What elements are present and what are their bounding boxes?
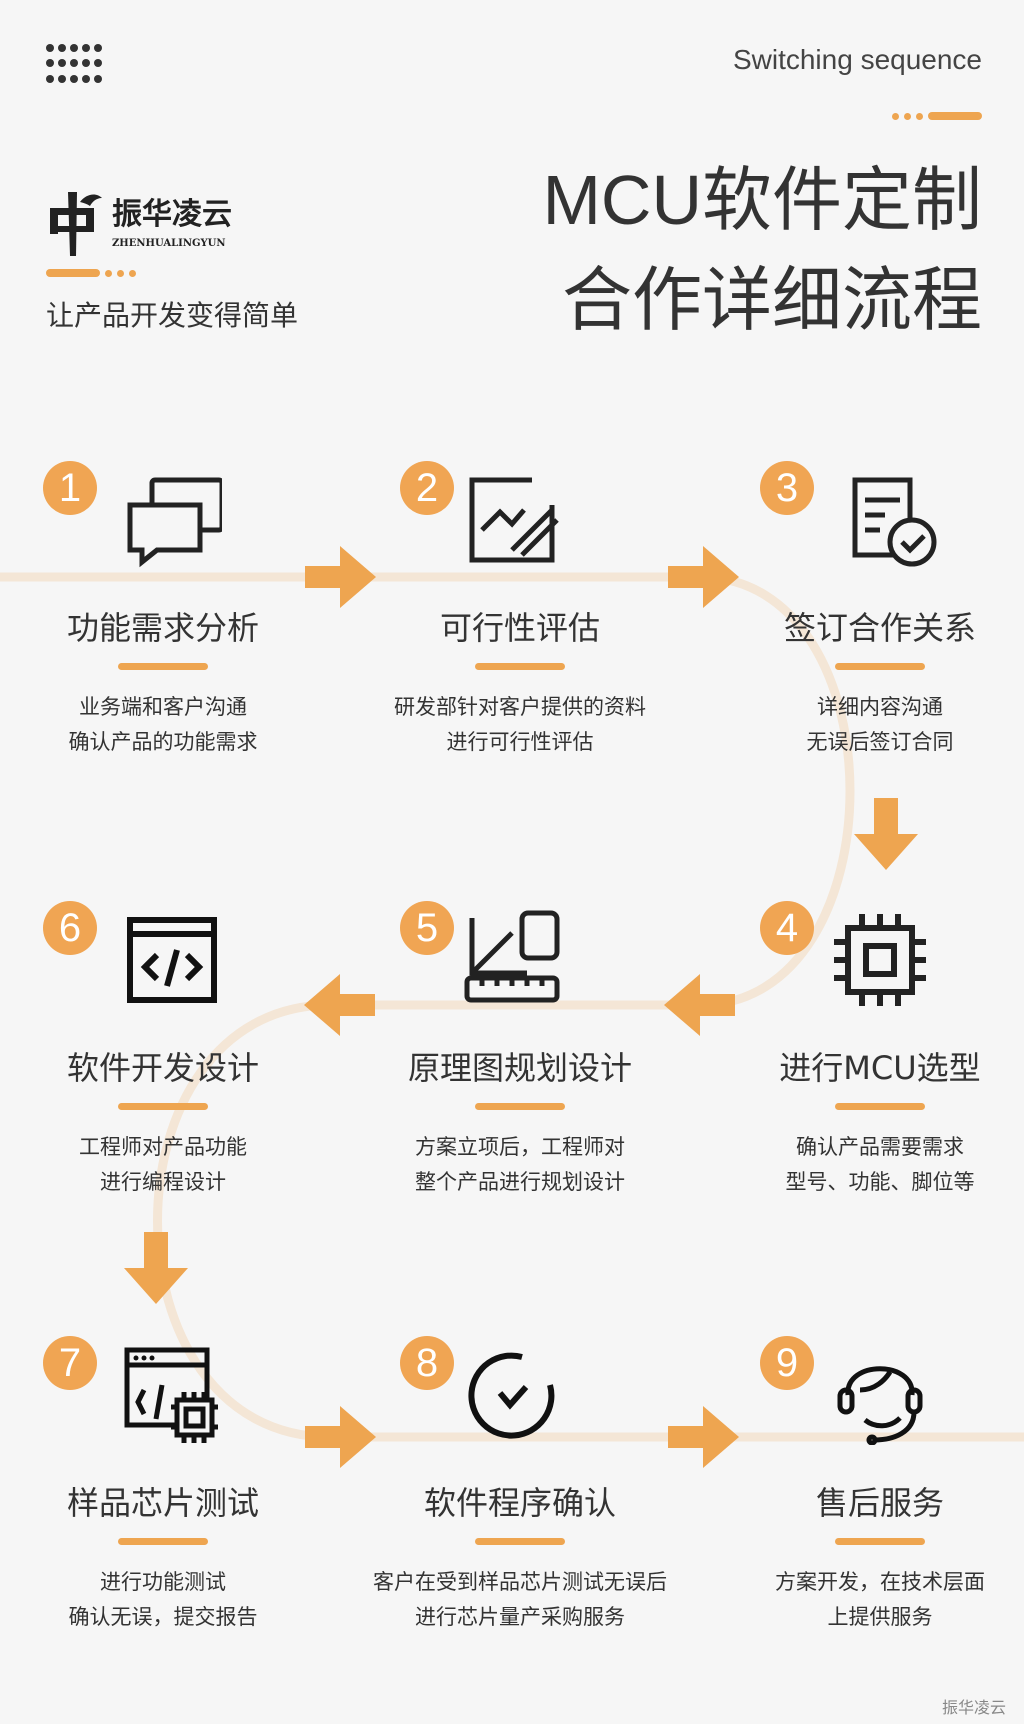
step-number-badge: 7 [43,1336,97,1390]
chat-bubbles-icon [127,477,222,568]
step-title: 软件开发设计 [66,1049,259,1087]
step-title: 原理图规划设计 [407,1049,632,1087]
arrow-left-icon [664,974,735,1036]
step-desc-2: 确认产品的功能需求 [68,730,258,754]
step-desc-2: 进行芯片量产采购服务 [415,1605,625,1629]
tagline: 让产品开发变得简单 [46,299,299,332]
chip-icon [834,914,926,1006]
logo: 振华凌云 ZHENHUALINGYUN [46,188,246,258]
code-window-icon [127,917,217,1003]
step-card: 样品芯片测试 进行功能测试 确认无误，提交报告 [3,1478,323,1635]
step-number-badge: 4 [760,901,814,955]
step-desc-2: 无误后签订合同 [806,730,954,754]
title-line-2: 合作详细流程 [562,261,982,339]
step-title: 功能需求分析 [66,609,259,647]
step-desc-2: 上提供服务 [827,1605,933,1629]
step-desc-1: 详细内容沟通 [817,695,943,719]
arrow-left-icon [304,974,375,1036]
step-desc-2: 型号、功能、脚位等 [785,1170,975,1194]
step-underline [475,1103,565,1110]
arrow-right-icon [305,1406,376,1468]
step-title: 进行MCU选型 [779,1049,981,1087]
page-title: MCU软件定制 合作详细流程 [543,150,982,350]
step-desc-1: 进行功能测试 [100,1570,226,1594]
step-number-badge: 2 [400,461,454,515]
title-line-1: MCU软件定制 [542,161,982,239]
step-title: 可行性评估 [439,609,600,647]
step-number-badge: 5 [400,901,454,955]
step-desc-1: 研发部针对客户提供的资料 [394,695,646,719]
chart-edit-icon [469,477,559,563]
step-card: 软件程序确认 客户在受到样品芯片测试无误后 进行芯片量产采购服务 [360,1478,680,1635]
step-underline [118,1538,208,1545]
logo-mark-icon [50,192,102,256]
step-card: 可行性评估 研发部针对客户提供的资料 进行可行性评估 [360,603,680,760]
step-desc-1: 方案开发，在技术层面 [775,1570,985,1594]
watermark: 振华凌云 [941,1698,1006,1717]
step-desc-1: 客户在受到样品芯片测试无误后 [373,1570,667,1594]
step-card: 进行MCU选型 确认产品需要需求 型号、功能、脚位等 [720,1043,1024,1200]
logo-text: 振华凌云 [112,197,232,232]
arrow-right-icon [305,546,376,608]
step-card: 签订合作关系 详细内容沟通 无误后签订合同 [720,603,1024,760]
arrow-down-icon [124,1232,188,1304]
menu-dots-icon [46,44,106,84]
subtitle: Switching sequence [732,44,982,75]
design-ruler-icon [464,910,560,1003]
step-desc-1: 方案立项后，工程师对 [415,1135,625,1159]
logo-sub: ZHENHUALINGYUN [112,238,226,249]
step-desc-2: 进行编程设计 [100,1170,226,1194]
step-underline [475,663,565,670]
arrow-down-icon [854,798,918,870]
step-number-badge: 3 [760,461,814,515]
step-desc-1: 确认产品需要需求 [796,1135,964,1159]
step-card: 原理图规划设计 方案立项后，工程师对 整个产品进行规划设计 [360,1043,680,1200]
step-title: 样品芯片测试 [66,1484,259,1522]
step-number-badge: 9 [760,1336,814,1390]
step-card: 售后服务 方案开发，在技术层面 上提供服务 [720,1478,1024,1635]
decor-line [46,269,136,277]
step-number-badge: 6 [43,901,97,955]
step-title: 售后服务 [815,1484,944,1522]
step-number-badge: 1 [43,461,97,515]
code-chip-icon [124,1347,218,1443]
step-underline [118,663,208,670]
document-check-icon [852,477,937,567]
step-desc-1: 工程师对产品功能 [79,1135,247,1159]
step-desc-2: 整个产品进行规划设计 [415,1170,625,1194]
step-card: 软件开发设计 工程师对产品功能 进行编程设计 [3,1043,323,1200]
step-card: 功能需求分析 业务端和客户沟通 确认产品的功能需求 [3,603,323,760]
step-underline [835,1538,925,1545]
arrow-right-icon [668,546,739,608]
check-circle-icon [468,1352,555,1439]
step-desc-2: 进行可行性评估 [446,730,594,754]
step-title: 签订合作关系 [783,609,976,647]
step-title: 软件程序确认 [423,1484,616,1522]
step-underline [118,1103,208,1110]
decor-line [892,112,982,120]
headset-agent-icon [837,1366,923,1445]
step-underline [835,1103,925,1110]
step-underline [835,663,925,670]
step-number-badge: 8 [400,1336,454,1390]
step-desc-1: 业务端和客户沟通 [79,695,247,719]
step-underline [475,1538,565,1545]
arrow-right-icon [668,1406,739,1468]
step-desc-2: 确认无误，提交报告 [68,1605,258,1629]
